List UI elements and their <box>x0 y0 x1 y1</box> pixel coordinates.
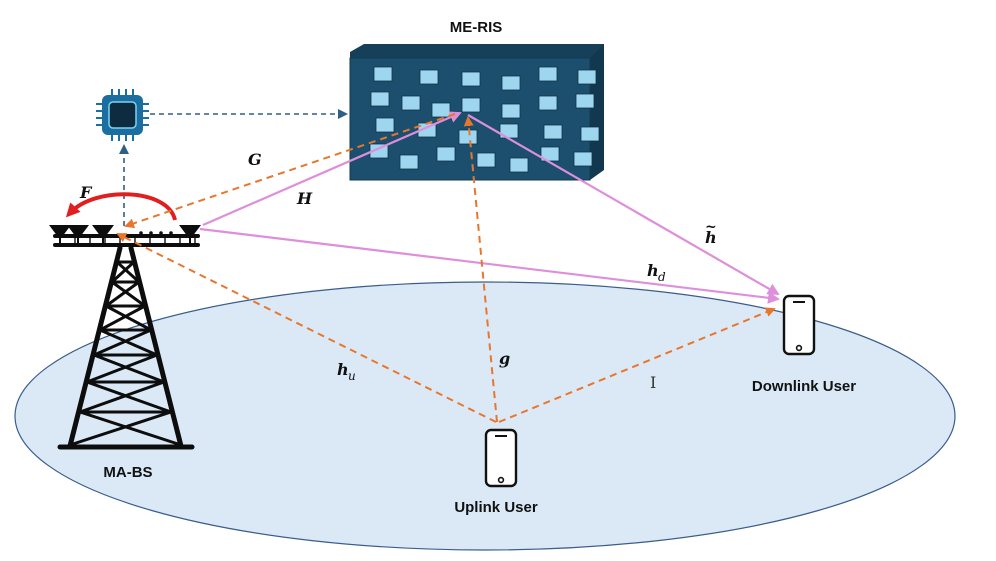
ris-element-grid <box>369 66 600 173</box>
link-hd-bs-to-downlink <box>199 227 780 304</box>
ris-element <box>370 91 390 107</box>
channel-label-G: G <box>248 150 262 169</box>
ris-element <box>399 154 419 170</box>
link-interference-uplink-to-downlink <box>498 307 776 423</box>
ris-element <box>509 157 529 173</box>
ris-element <box>543 124 563 140</box>
antenna-array <box>49 225 201 245</box>
downlink-user-phone <box>782 294 816 356</box>
link-g-uplink-to-ris <box>463 116 498 423</box>
ris-element <box>540 146 560 162</box>
antenna-element <box>179 225 201 240</box>
uplink-user-label: Uplink User <box>454 499 538 516</box>
channel-label-H: H <box>296 189 313 208</box>
processor-chip-icon <box>96 89 149 141</box>
lattice-tower-icon <box>53 234 200 450</box>
ris-panel <box>349 44 604 181</box>
ris-element <box>501 103 521 119</box>
ris-element <box>538 95 558 111</box>
link-H-bs-to-ris <box>202 111 462 227</box>
bs-label: MA-BS <box>103 464 152 481</box>
channel-label-g: g <box>499 349 510 368</box>
svg-text:u: u <box>348 369 356 383</box>
link-htilde-ris-to-downlink <box>467 114 780 296</box>
ris-element <box>375 117 395 133</box>
antenna-element <box>49 225 71 240</box>
ris-element <box>575 93 595 109</box>
svg-text:h: h <box>647 261 659 280</box>
uplink-user-phone <box>484 428 518 488</box>
ris-element <box>461 71 481 87</box>
ris-element <box>431 102 451 118</box>
link-hu-uplink-to-bs <box>116 233 497 423</box>
ris-element <box>461 97 481 113</box>
ris-element <box>458 129 478 145</box>
ris-element <box>573 151 593 167</box>
svg-text:h: h <box>705 228 717 247</box>
channel-label-F: F <box>79 183 93 202</box>
ris-element <box>373 66 393 82</box>
channel-label-h-d: h d <box>647 261 666 284</box>
ris-element <box>538 66 558 82</box>
ris-element <box>577 69 597 85</box>
svg-text:~: ~ <box>705 219 717 235</box>
antenna-element <box>67 225 89 240</box>
ris-element <box>401 95 421 111</box>
downlink-user-label: Downlink User <box>752 378 856 395</box>
ris-element <box>476 152 496 168</box>
antenna-element <box>92 225 114 240</box>
ris-element <box>580 126 600 142</box>
svg-text:h: h <box>337 360 349 379</box>
link-G-ris-to-bs <box>124 113 456 229</box>
ris-element <box>501 75 521 91</box>
antenna-ellipsis <box>139 231 173 235</box>
ris-label: ME-RIS <box>450 19 503 36</box>
svg-text:d: d <box>658 270 666 284</box>
channel-label-h-u: h u <box>337 360 356 383</box>
ris-element <box>419 69 439 85</box>
ris-element <box>436 146 456 162</box>
channel-label-h-tilde: h ~ <box>705 219 717 247</box>
interference-label: I <box>650 373 656 392</box>
